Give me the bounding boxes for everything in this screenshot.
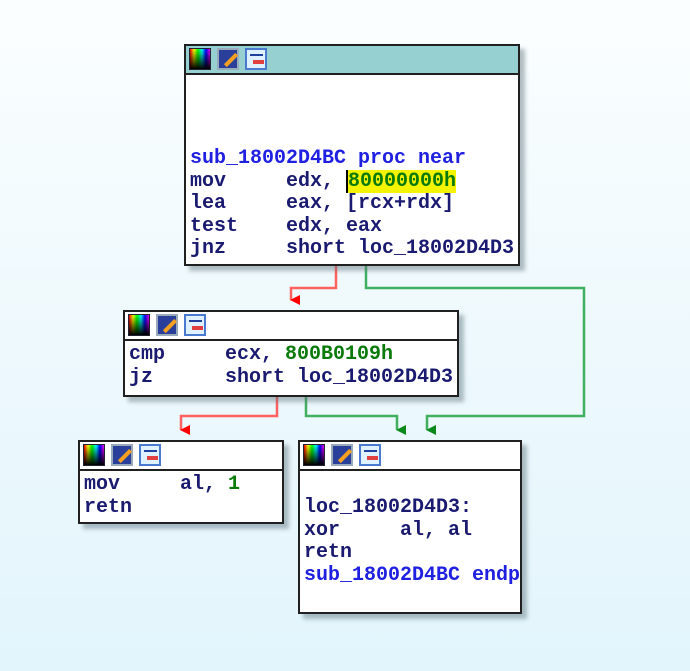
edit-pencil-icon[interactable] bbox=[156, 314, 178, 336]
edge-true-cmp-to-ret-zero[interactable] bbox=[304, 396, 406, 435]
edit-pencil-icon[interactable] bbox=[331, 444, 353, 466]
edge-false-entry-to-cmp[interactable] bbox=[289, 265, 338, 305]
graph-layout-icon[interactable] bbox=[184, 314, 206, 336]
proc-label: sub_18002D4BC proc near bbox=[190, 147, 467, 170]
endp-label: sub_18002D4BC endp bbox=[304, 563, 521, 587]
color-palette-icon[interactable] bbox=[303, 444, 325, 466]
graph-layout-icon[interactable] bbox=[139, 444, 161, 466]
instruction[interactable]: retn bbox=[84, 495, 133, 519]
loc-label: loc_18002D4D3: bbox=[304, 496, 473, 519]
instruction[interactable]: retn bbox=[304, 541, 353, 564]
node-header bbox=[186, 46, 518, 75]
graph-layout-icon[interactable] bbox=[359, 444, 381, 466]
color-palette-icon[interactable] bbox=[189, 48, 211, 70]
highlighted-immediate: 80000000h bbox=[346, 169, 457, 193]
node-header bbox=[300, 442, 520, 471]
graph-layout-icon[interactable] bbox=[245, 48, 267, 70]
edge-true-entry-to-ret-zero[interactable] bbox=[364, 265, 586, 435]
color-palette-icon[interactable] bbox=[83, 444, 105, 466]
node-header bbox=[80, 442, 282, 471]
color-palette-icon[interactable] bbox=[128, 314, 150, 336]
edit-pencil-icon[interactable] bbox=[217, 48, 239, 70]
edge-false-cmp-to-ret-one[interactable] bbox=[179, 396, 279, 435]
edit-pencil-icon[interactable] bbox=[111, 444, 133, 466]
node-header bbox=[125, 312, 457, 341]
